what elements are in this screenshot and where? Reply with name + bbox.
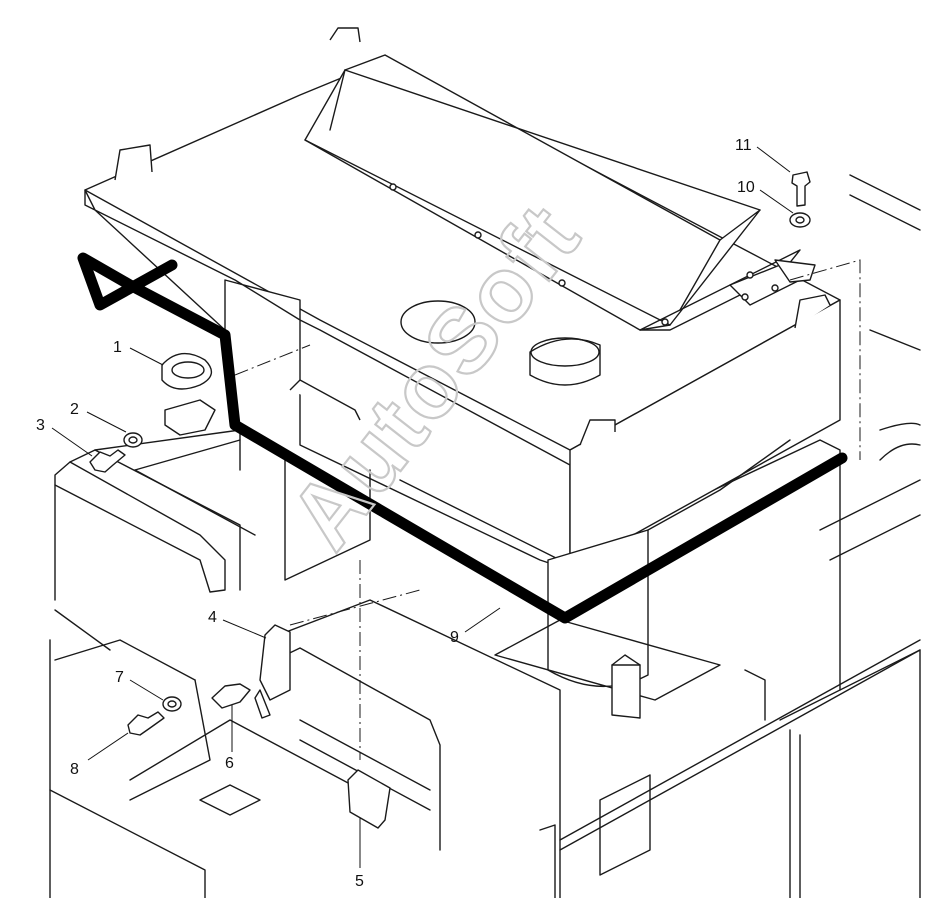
callout-10: 10: [737, 179, 755, 196]
part-1-bracket: [164, 399, 216, 436]
callout-3: 3: [36, 417, 45, 434]
part-10-washer: [789, 212, 811, 228]
part-11-bolt: [791, 171, 811, 207]
parts: [89, 171, 811, 829]
callout-7: 7: [115, 669, 124, 686]
callout-6: 6: [225, 755, 234, 772]
part-7-washer: [162, 696, 182, 712]
part-6-bolt: [211, 683, 251, 709]
callout-8: 8: [70, 761, 79, 778]
leader-lines: [51, 146, 794, 868]
tank: [84, 27, 861, 760]
callout-4: 4: [208, 609, 217, 626]
part-1-gasket: [161, 352, 213, 390]
callout-1: 1: [113, 339, 122, 356]
part-5-plate: [347, 769, 391, 829]
callout-2: 2: [70, 401, 79, 418]
callout-5: 5: [355, 873, 364, 890]
callouts: 1 2 3 4 5 6 7 8 9 10 11: [36, 137, 755, 890]
part-2-washer: [123, 432, 143, 448]
left-cabinet: [54, 429, 256, 801]
part-3-bolt: [89, 449, 126, 473]
callout-11: 11: [735, 137, 752, 154]
part-8-bolt: [127, 711, 165, 736]
callout-9: 9: [450, 629, 459, 646]
part-9-hose: [77, 252, 848, 624]
part-4-clamp: [259, 624, 291, 701]
